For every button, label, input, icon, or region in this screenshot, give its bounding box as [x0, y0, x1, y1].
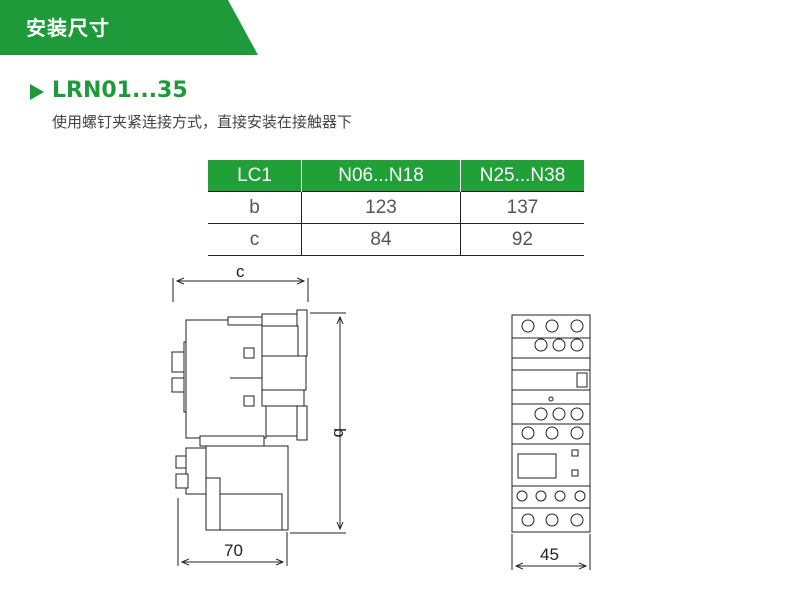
relay-lower-left — [205, 477, 221, 531]
terminal-screw — [570, 513, 584, 527]
screw-head — [243, 347, 255, 359]
side-view-drawing — [171, 278, 346, 566]
relay-clip — [175, 455, 187, 469]
terminal-screw — [554, 490, 566, 502]
table-header-cell: N25...N38 — [460, 160, 584, 192]
table-cell: 92 — [460, 223, 584, 256]
relay-joint — [199, 435, 265, 447]
terminal-screw — [521, 513, 535, 527]
terminal-screw — [521, 319, 535, 333]
table-row: c 84 92 — [208, 223, 584, 256]
table-cell: 84 — [301, 223, 461, 256]
table-header-cell: LC1 — [208, 160, 302, 192]
table-cell: b — [208, 191, 302, 224]
play-icon — [30, 84, 44, 100]
table-header-row: LC1 N06...N18 N25...N38 — [208, 160, 584, 192]
relay-lower-body — [219, 493, 283, 531]
terminal-cover-bottom — [296, 405, 308, 441]
terminal-block-lower — [261, 389, 305, 407]
relay-button — [571, 449, 579, 457]
dimension-label-45: 45 — [540, 545, 559, 564]
terminal-block-upper — [261, 325, 299, 357]
banner-background — [0, 0, 258, 55]
terminal-screw — [570, 319, 584, 333]
contactor-body — [185, 319, 267, 439]
terminal-screw — [521, 426, 535, 440]
din-rail-clip — [171, 351, 185, 373]
relay-dial — [517, 453, 557, 479]
terminal-block-mid — [261, 355, 307, 391]
terminal-screw — [552, 338, 566, 352]
section-title: 安装尺寸 — [26, 16, 110, 40]
terminal-screw — [570, 338, 584, 352]
terminal-screw — [545, 426, 559, 440]
relay-button — [571, 469, 579, 477]
table-cell: 137 — [460, 191, 584, 224]
front-band — [511, 357, 591, 371]
dimension-table: LC1 N06...N18 N25...N38 b 123 137 c 84 9… — [208, 160, 584, 256]
screw-head — [243, 395, 255, 407]
table-row: b 123 137 — [208, 191, 584, 224]
terminal-screw — [552, 407, 566, 421]
terminal-screw — [516, 490, 528, 502]
din-rail-clip — [171, 377, 185, 393]
relay-clip — [175, 473, 189, 489]
model-title: LRN01...35 — [52, 78, 188, 103]
dimension-label-b: b — [330, 428, 349, 437]
dimension-label-70: 70 — [224, 541, 243, 560]
section-banner: 安装尺寸 — [0, 0, 258, 55]
terminal-marker — [548, 396, 554, 402]
relay-side-block — [185, 447, 207, 495]
table-cell: c — [208, 223, 302, 256]
table-header-cell: N06...N18 — [301, 160, 461, 192]
terminal-screw — [570, 426, 584, 440]
front-indicator — [576, 372, 588, 388]
terminal-screw — [534, 407, 548, 421]
terminal-screw — [545, 513, 559, 527]
table-cell: 123 — [301, 191, 461, 224]
terminal-screw — [535, 490, 547, 502]
front-view-drawing — [511, 314, 591, 570]
terminal-screw — [570, 407, 584, 421]
mounting-description: 使用螺钉夹紧连接方式，直接安装在接触器下 — [52, 113, 353, 131]
contactor-top-edge — [227, 316, 263, 326]
terminal-screw — [534, 338, 548, 352]
terminal-screw — [545, 319, 559, 333]
dimension-label-c: c — [236, 262, 245, 281]
terminal-screw — [574, 490, 586, 502]
